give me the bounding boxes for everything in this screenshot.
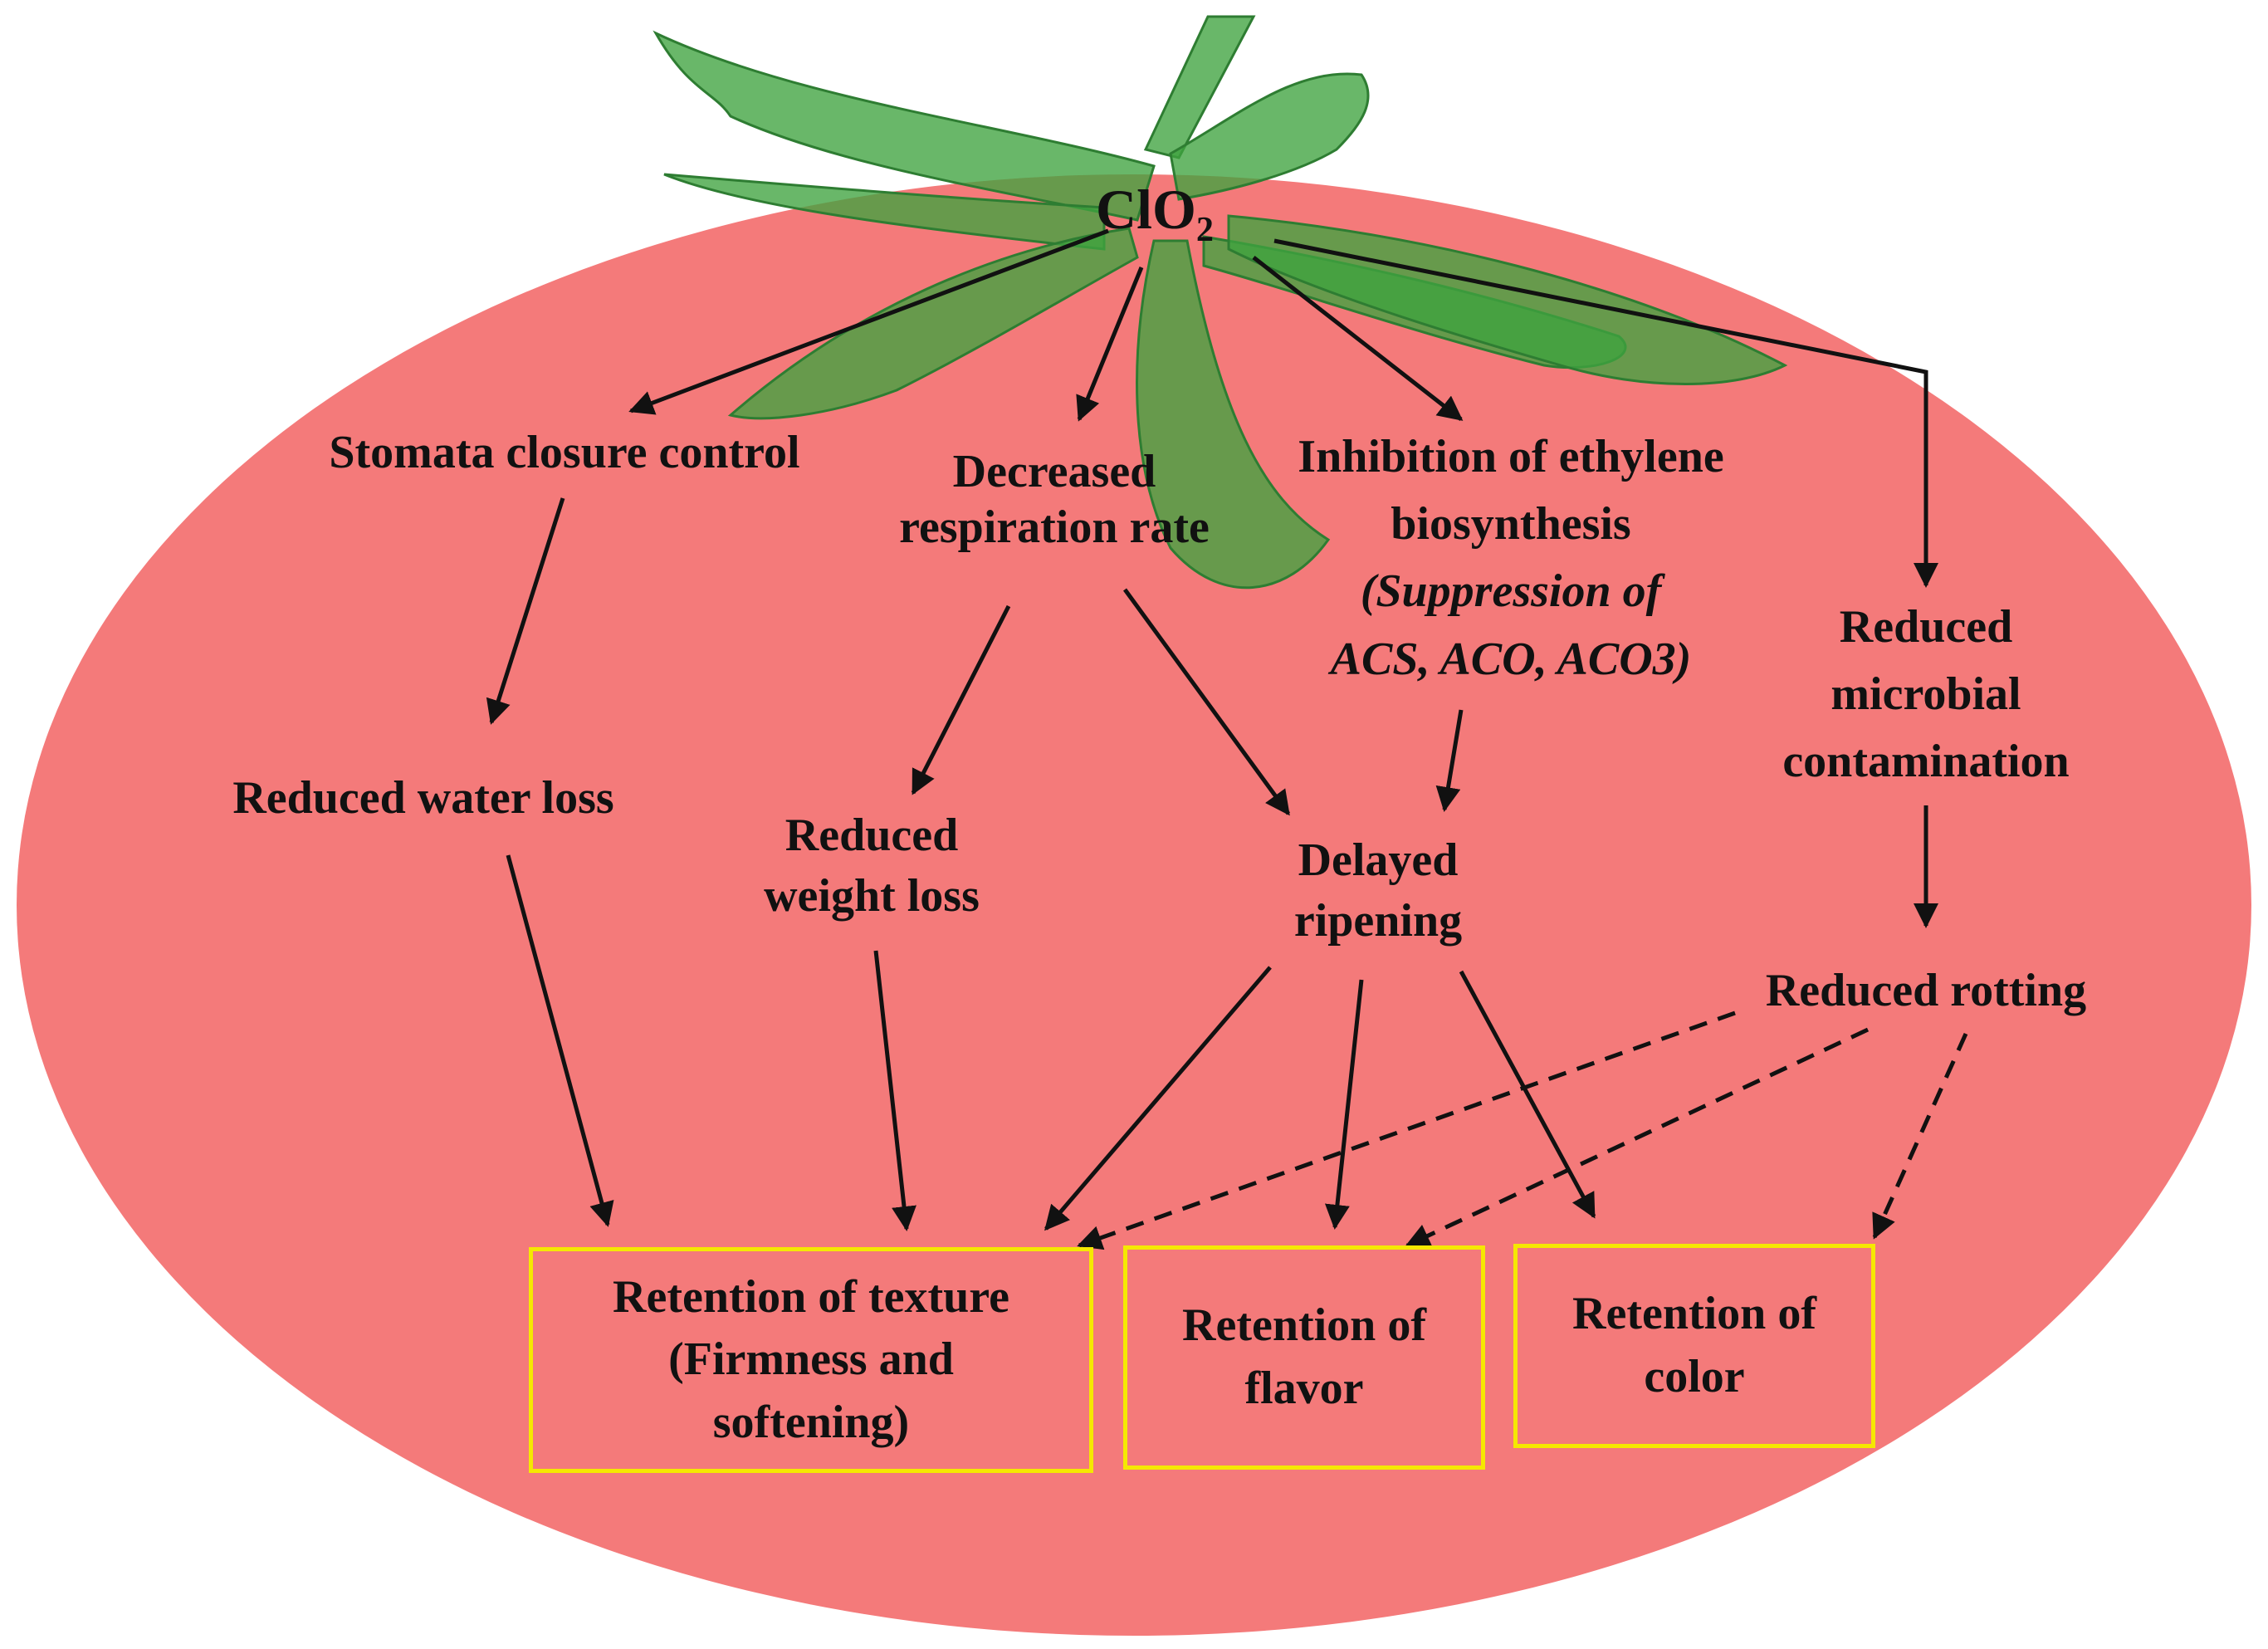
arrow-clo2-to-stomata bbox=[628, 228, 1109, 415]
ethylene-line3: (Suppression of bbox=[1360, 565, 1662, 618]
texture-label: Retention of texture (Firmness and softe… bbox=[613, 1266, 1009, 1455]
arrow-respiration-to-weight bbox=[911, 604, 1011, 795]
ethylene-line1: Inhibition of ethylene bbox=[1298, 431, 1724, 482]
microbial-line2: microbial bbox=[1831, 668, 2021, 721]
arrow-ethylene-to-ripening bbox=[1435, 709, 1464, 812]
leaf-top-right bbox=[1169, 72, 1370, 201]
ripening-line1: Delayed bbox=[1298, 834, 1459, 886]
color-label: Retention of color bbox=[1572, 1283, 1816, 1408]
weight-line2: weight loss bbox=[764, 869, 980, 922]
leaf-lower-left bbox=[727, 227, 1139, 420]
respiration-line2: respiration rate bbox=[899, 502, 1210, 554]
color-line2: color bbox=[1644, 1351, 1745, 1402]
node-reduced-microbial: Reduced microbial contamination bbox=[1727, 594, 2125, 796]
stomata-line1: Stomata closure control bbox=[329, 427, 800, 478]
respiration-line1: Decreased bbox=[952, 446, 1156, 497]
microbial-line3: contamination bbox=[1782, 736, 2070, 788]
arrow-clo2-to-microbial bbox=[1273, 238, 1938, 588]
node-decreased-respiration: Decreased respiration rate bbox=[830, 444, 1278, 555]
arrow-respiration-to-ripening bbox=[1122, 588, 1291, 816]
dashed-arrow-rotting-to-color bbox=[1872, 1032, 1968, 1240]
ethylene-line2: biosynthesis bbox=[1391, 498, 1631, 550]
node-stomata-closure: Stomata closure control bbox=[266, 425, 863, 481]
arrow-ripening-to-color bbox=[1459, 970, 1596, 1219]
tomato-fruit-shape bbox=[17, 174, 2251, 1636]
outcome-box-flavor: Retention of flavor bbox=[1123, 1245, 1485, 1470]
dashed-arrow-rotting-to-texture bbox=[1077, 1010, 1736, 1250]
arrow-ripening-to-texture bbox=[1044, 966, 1272, 1231]
clo2-prefix: ClO bbox=[1096, 178, 1196, 241]
water-line1: Reduced water loss bbox=[232, 772, 614, 824]
node-reduced-weight-loss: Reduced weight loss bbox=[706, 805, 1038, 927]
arrow-ripening-to-flavor bbox=[1324, 979, 1364, 1230]
flavor-line1: Retention of bbox=[1182, 1299, 1426, 1352]
texture-line3: softening) bbox=[712, 1396, 910, 1448]
weight-line1: Reduced bbox=[785, 810, 959, 861]
node-reduced-rotting: Reduced rotting bbox=[1710, 963, 2142, 1019]
flavor-label: Retention of flavor bbox=[1182, 1294, 1426, 1420]
node-ethylene-inhibition: Inhibition of ethylene biosynthesis (Sup… bbox=[1229, 423, 1793, 693]
node-delayed-ripening: Delayed ripening bbox=[1229, 830, 1527, 952]
rotting-line1: Reduced rotting bbox=[1765, 965, 2087, 1016]
color-line1: Retention of bbox=[1572, 1288, 1816, 1340]
node-clo2: ClO2 bbox=[1096, 176, 1214, 247]
leaf-top-left bbox=[653, 30, 1156, 222]
microbial-line1: Reduced bbox=[1839, 601, 2013, 653]
solid-arrows bbox=[486, 228, 1938, 1231]
texture-line2: (Firmness and bbox=[668, 1333, 954, 1386]
arrow-weight-to-texture bbox=[873, 950, 916, 1231]
leaf-left-long bbox=[663, 173, 1106, 251]
arrow-clo2-to-respiration bbox=[1076, 267, 1144, 422]
flavor-line2: flavor bbox=[1244, 1363, 1364, 1414]
leaf-top-stem bbox=[1143, 15, 1256, 159]
node-reduced-water-loss: Reduced water loss bbox=[174, 771, 672, 826]
texture-line1: Retention of texture bbox=[613, 1270, 1009, 1323]
arrow-clo2-to-ethylene bbox=[1252, 256, 1464, 421]
outcome-box-texture: Retention of texture (Firmness and softe… bbox=[529, 1247, 1093, 1473]
outcome-box-color: Retention of color bbox=[1513, 1244, 1875, 1448]
ripening-line2: ripening bbox=[1293, 894, 1463, 947]
ethylene-line4: ACS, ACO, ACO3) bbox=[1330, 633, 1692, 685]
dashed-arrow-rotting-to-flavor bbox=[1405, 1027, 1870, 1248]
arrow-stomata-to-water bbox=[486, 497, 565, 725]
dashed-arrows bbox=[1077, 1010, 1968, 1250]
leaf-center-down bbox=[1136, 239, 1331, 590]
clo2-subscript: 2 bbox=[1195, 209, 1214, 249]
arrow-water-to-texture bbox=[506, 854, 614, 1227]
